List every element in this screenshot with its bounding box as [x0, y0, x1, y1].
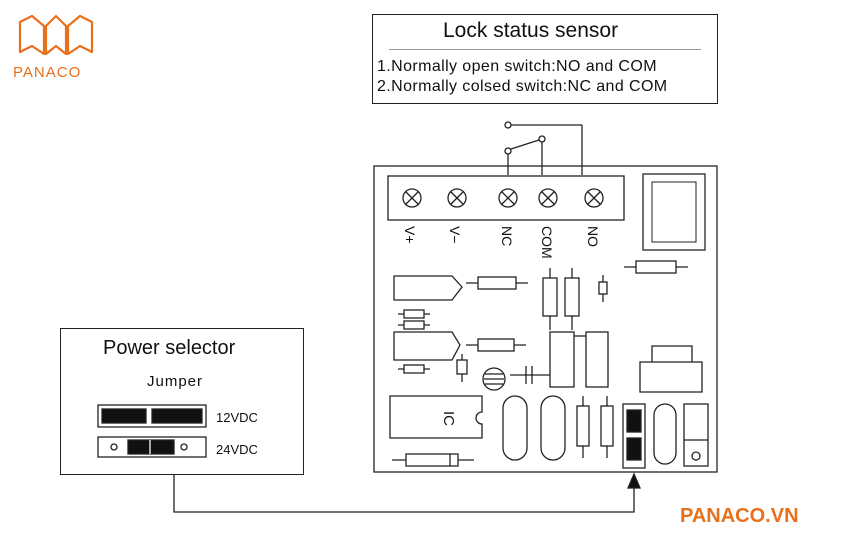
lock-sensor-box: Lock status sensor 1.Normally open switc…	[372, 14, 718, 104]
divider	[389, 49, 701, 50]
switch-symbol	[504, 121, 583, 175]
label-nc: NC	[499, 226, 515, 246]
crystal-2	[540, 395, 566, 461]
capacitor	[510, 366, 550, 384]
label-no: NO	[585, 226, 601, 247]
label-vplus: V+	[402, 226, 418, 244]
arrow-head	[627, 472, 641, 489]
transistor-1	[393, 275, 463, 301]
site-url: PANACO.VN	[680, 505, 799, 527]
lock-sensor-title: Lock status sensor	[443, 19, 619, 42]
relay	[642, 173, 706, 251]
crystal-3	[653, 403, 677, 465]
lock-sensor-line2: 2.Normally colsed switch:NC and COM	[377, 78, 668, 95]
power-selector-box: Power selector Jumper 12VDC 24VDC	[60, 328, 304, 475]
connection-line	[173, 475, 635, 513]
logo-text: PANACO	[13, 64, 82, 81]
circuit-board	[373, 165, 718, 473]
regulator	[639, 345, 703, 393]
coil-1	[549, 331, 575, 388]
ic-label: IC	[440, 411, 457, 426]
jumper-24vdc	[97, 436, 207, 458]
jumper-label: Jumper	[147, 373, 204, 390]
terminal-block	[387, 175, 625, 221]
jumper-12vdc	[97, 404, 207, 428]
panaco-book-logo	[18, 14, 94, 56]
terminal-labels: V+ V− NC COM NO	[402, 226, 601, 259]
side-connector	[683, 403, 709, 467]
round-component	[482, 367, 506, 391]
option-24vdc: 24VDC	[216, 442, 258, 457]
power-selector-title: Power selector	[103, 337, 236, 359]
terminal-screws	[402, 188, 604, 208]
resistors	[392, 260, 688, 467]
board-jumper	[622, 403, 646, 469]
ic-chip	[389, 395, 483, 439]
coil-2	[585, 331, 609, 388]
transistor-2	[393, 331, 461, 361]
option-12vdc: 12VDC	[216, 410, 258, 425]
crystal-1	[502, 395, 528, 461]
label-vminus: V−	[447, 226, 463, 244]
lock-sensor-line1: 1.Normally open switch:NO and COM	[377, 58, 657, 75]
label-com: COM	[539, 226, 555, 259]
